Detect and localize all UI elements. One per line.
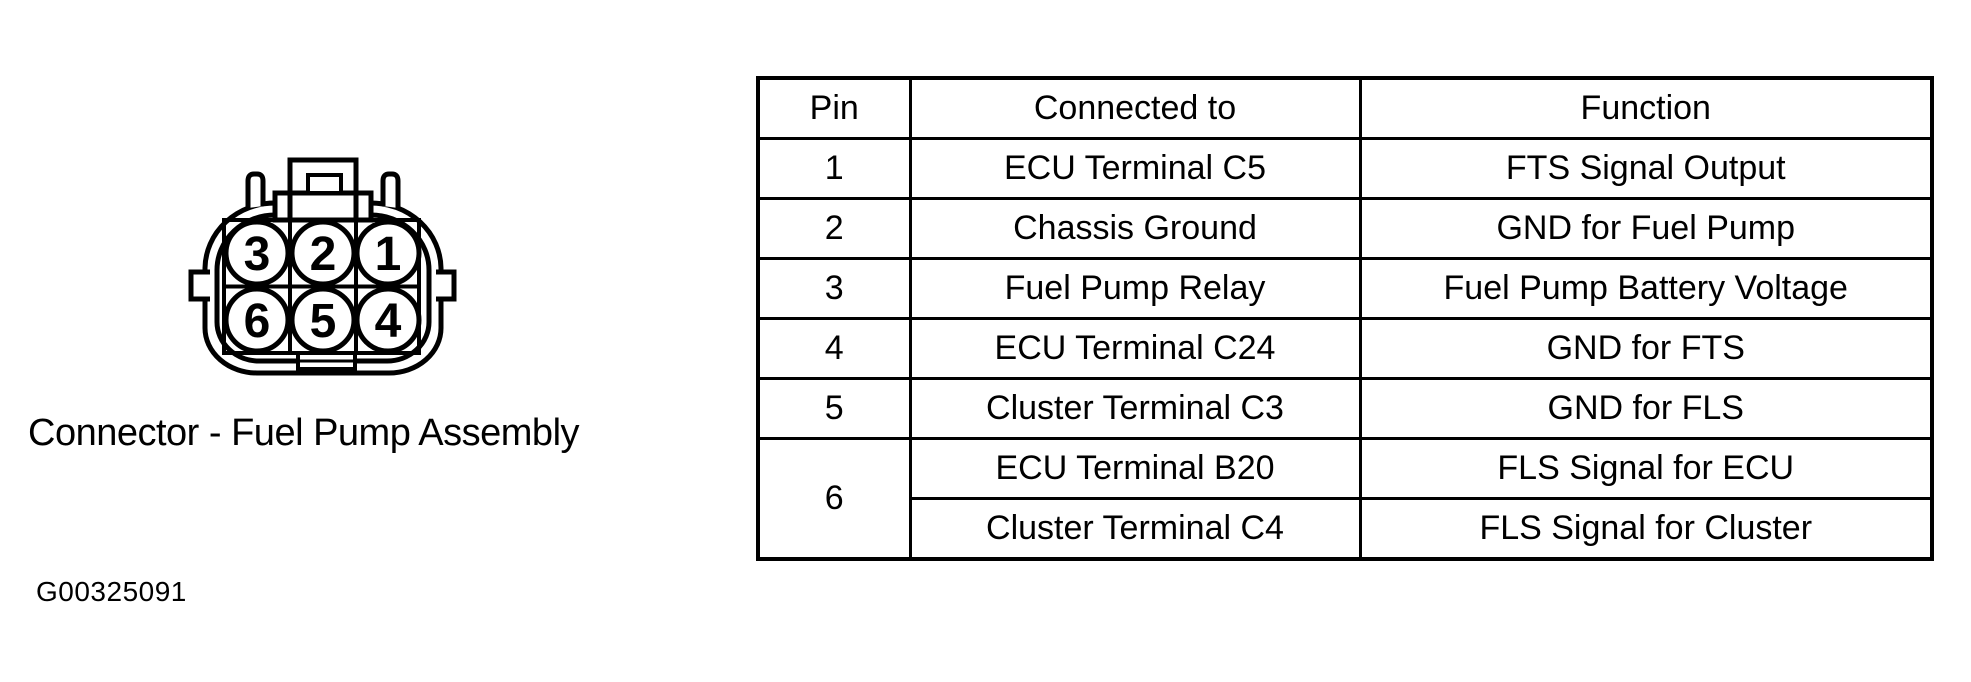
- table-row-pin3: 3 Fuel Pump Relay Fuel Pump Battery Volt…: [756, 257, 1934, 320]
- pin-circle-6: [223, 286, 291, 354]
- fuel-pump-connector-diagram: 3 2 1 6 5 4: [188, 157, 457, 376]
- connector-left-tab: [245, 171, 266, 208]
- cell-function: GND for FLS: [1358, 377, 1934, 440]
- cell-function: Fuel Pump Battery Voltage: [1358, 257, 1934, 320]
- cell-connected-to: Cluster Terminal C3: [908, 377, 1362, 440]
- cell-function: FTS Signal Output: [1358, 137, 1934, 200]
- cell-function: GND for FTS: [1358, 317, 1934, 380]
- table-row-pin2: 2 Chassis Ground GND for Fuel Pump: [756, 197, 1934, 260]
- cell-pin: 5: [756, 377, 912, 440]
- cell-pin: 2: [756, 197, 912, 260]
- pin-label-3: 3: [244, 228, 271, 281]
- cell-connected-to: Cluster Terminal C4: [908, 497, 1362, 561]
- pin-label-1: 1: [375, 228, 402, 281]
- pin-circle-4: [354, 286, 422, 354]
- connector-left-notch: [188, 269, 210, 302]
- cell-connected-to: ECU Terminal C5: [908, 137, 1362, 200]
- cell-function: GND for Fuel Pump: [1358, 197, 1934, 260]
- pin-label-6: 6: [244, 295, 271, 348]
- cell-pin: 1: [756, 137, 912, 200]
- cell-connected-to: ECU Terminal C24: [908, 317, 1362, 380]
- pin-label-2: 2: [310, 228, 337, 281]
- pin-label-5: 5: [310, 295, 337, 348]
- pin-circle-1: [354, 219, 422, 287]
- pin-label-4: 4: [375, 295, 402, 348]
- table-row-pin4: 4 ECU Terminal C24 GND for FTS: [756, 317, 1934, 380]
- header-function: Function: [1358, 76, 1934, 140]
- cell-connected-to: Chassis Ground: [908, 197, 1362, 260]
- cell-pin: 4: [756, 317, 912, 380]
- cell-pin: 6: [756, 437, 912, 561]
- table-row-pin5: 5 Cluster Terminal C3 GND for FLS: [756, 377, 1934, 440]
- connector-right-notch: [436, 269, 457, 302]
- cell-function: FLS Signal for Cluster: [1358, 497, 1934, 561]
- connector-latch-window: [306, 173, 343, 195]
- cell-connected-to: Fuel Pump Relay: [908, 257, 1362, 320]
- cell-connected-to: ECU Terminal B20: [908, 437, 1362, 500]
- header-connected-to: Connected to: [908, 76, 1362, 140]
- cell-function: FLS Signal for ECU: [1358, 437, 1934, 500]
- pin-circle-3: [223, 219, 291, 287]
- table-row-pin1: 1 ECU Terminal C5 FTS Signal Output: [756, 137, 1934, 200]
- connector-latch: [287, 157, 359, 220]
- table-header-row: Pin Connected to Function: [756, 76, 1934, 140]
- pinout-table: Pin Connected to Function 1 ECU Terminal…: [756, 76, 1934, 561]
- figure-code: G00325091: [36, 576, 187, 607]
- table-row-pin6a: 6 ECU Terminal B20 FLS Signal for ECU: [756, 437, 1934, 561]
- pin-circle-2: [289, 219, 357, 287]
- header-pin: Pin: [756, 76, 912, 140]
- table-row-pin6b: Cluster Terminal C4 FLS Signal for Clust…: [758, 497, 1934, 561]
- figure-caption: Connector - Fuel Pump Assembly: [28, 412, 580, 454]
- cell-pin: 3: [756, 257, 912, 320]
- connector-right-tab: [380, 171, 401, 208]
